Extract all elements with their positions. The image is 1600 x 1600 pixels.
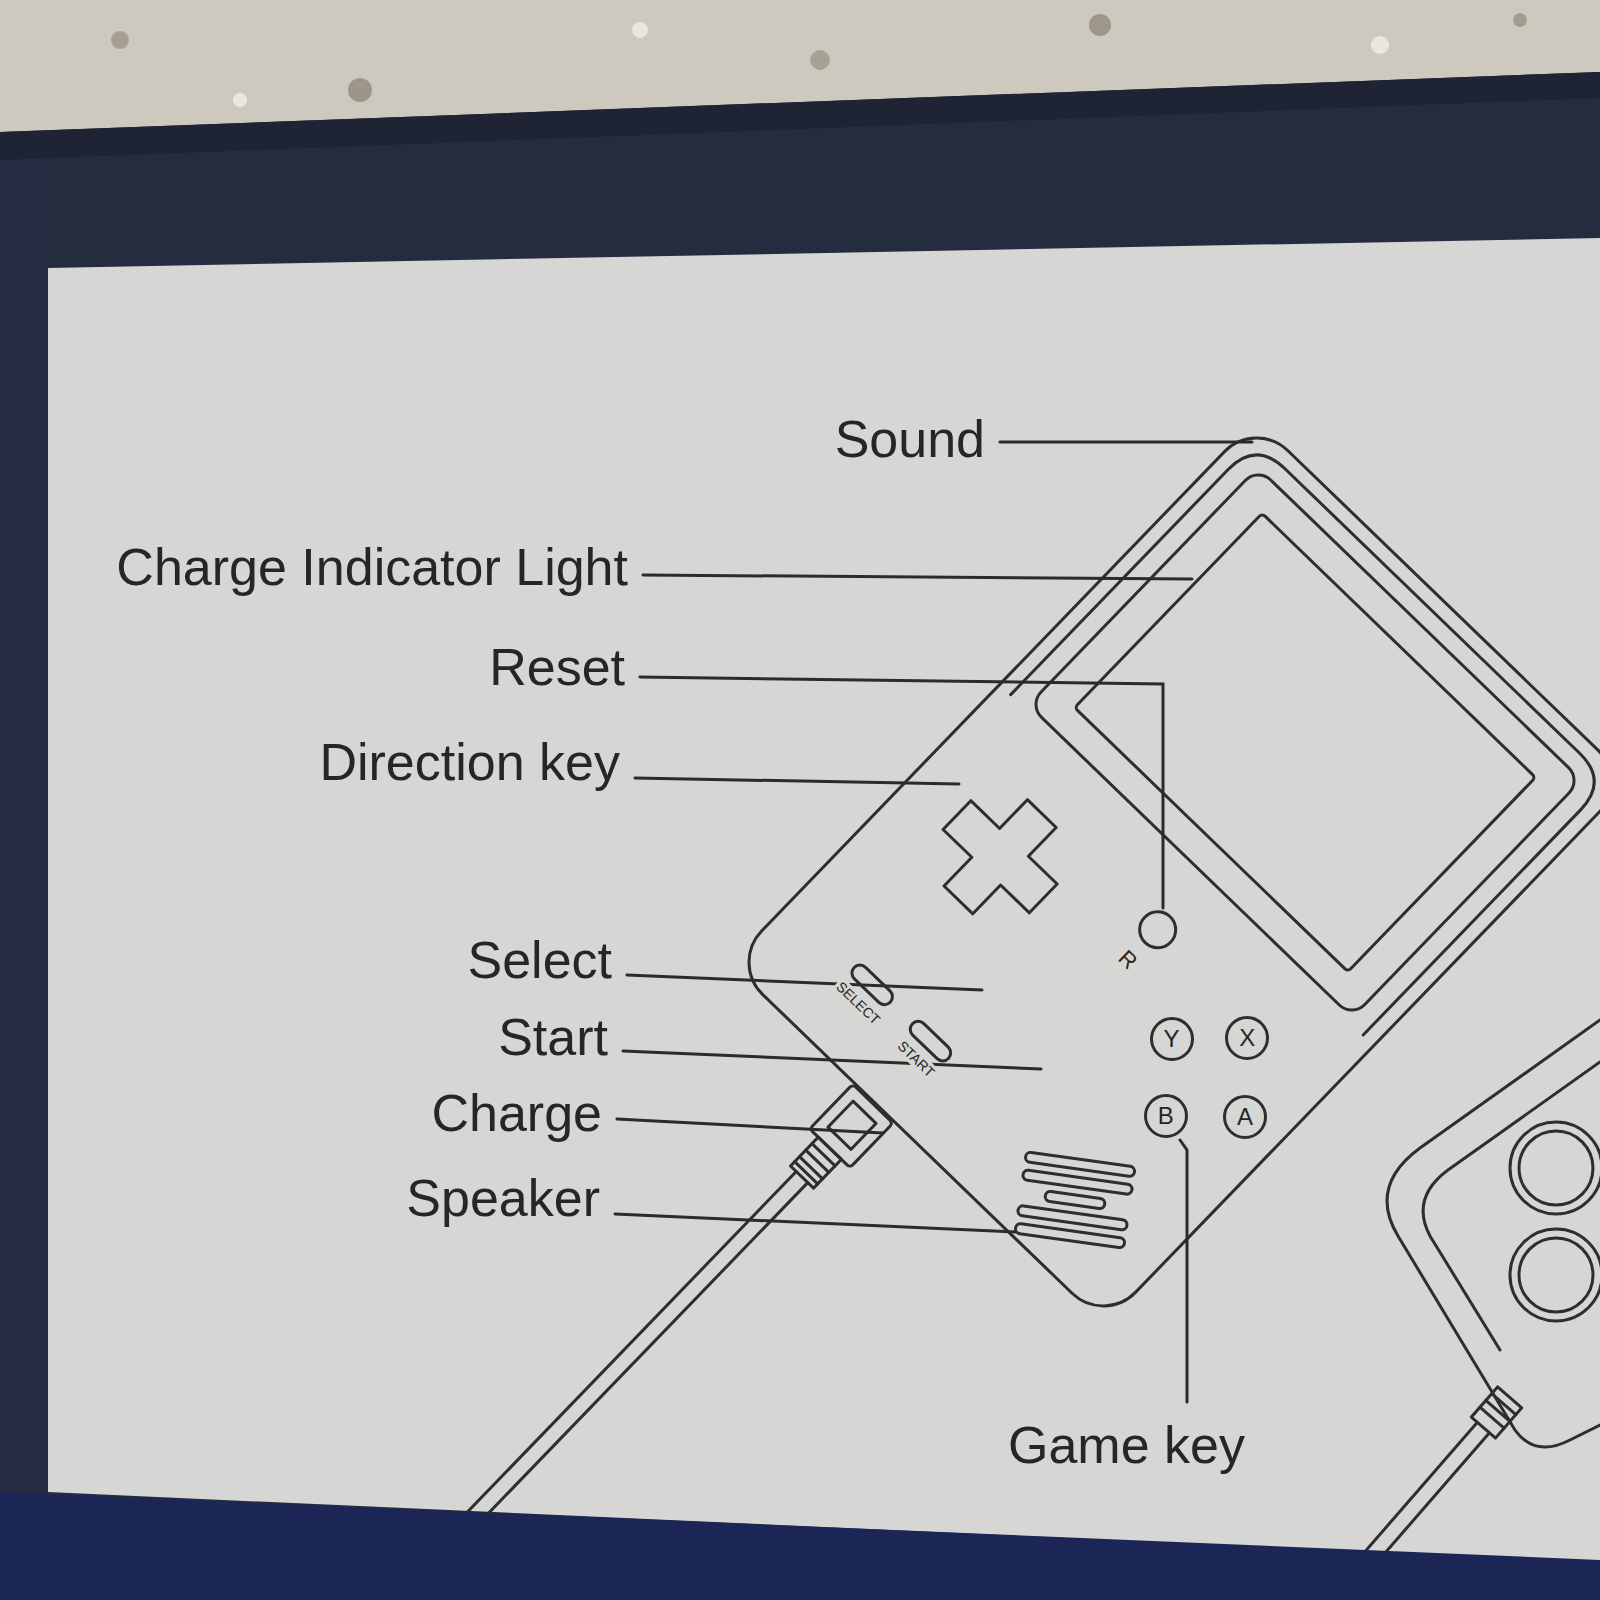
second-console xyxy=(1216,1020,1600,1600)
speckle xyxy=(1089,14,1111,36)
strain-relief-ribs xyxy=(1480,1394,1516,1429)
printed-panel xyxy=(48,238,1600,1562)
second-console-button xyxy=(1510,1229,1600,1321)
leader-line xyxy=(617,1119,883,1133)
part-label: Speaker xyxy=(406,1169,600,1229)
leader-line xyxy=(623,1051,1041,1069)
part-label: Sound xyxy=(835,410,985,470)
button-letter: B xyxy=(1158,1104,1174,1128)
speaker-slot xyxy=(1045,1191,1106,1209)
part-label: Game key xyxy=(1008,1416,1245,1476)
part-label: Charge xyxy=(431,1084,602,1144)
strain-relief xyxy=(1471,1387,1521,1438)
screen-bezel xyxy=(1029,468,1582,1018)
main-console xyxy=(229,419,1600,1600)
speaker-slot xyxy=(1015,1223,1125,1248)
leader-line xyxy=(643,575,1192,579)
leader-line xyxy=(627,975,982,990)
speckle xyxy=(1513,13,1527,27)
part-label: Start xyxy=(498,1008,608,1068)
direction-pad xyxy=(915,772,1085,942)
leader-line xyxy=(615,1214,1016,1232)
part-label: Select xyxy=(467,931,612,991)
second-console-bezel xyxy=(1423,1062,1600,1350)
speckle xyxy=(348,78,372,102)
speckle xyxy=(1371,36,1389,54)
speaker-slot xyxy=(1022,1170,1132,1195)
leader-lines xyxy=(615,442,1252,1402)
part-label: Reset xyxy=(489,638,625,698)
leader-line xyxy=(635,778,959,784)
strain-relief xyxy=(791,1137,842,1188)
box-bottom-band xyxy=(0,1492,1600,1600)
screen xyxy=(1075,513,1536,971)
console-body xyxy=(730,419,1600,1324)
speckle xyxy=(632,22,648,38)
button-letter: X xyxy=(1239,1026,1255,1050)
second-console-button-ring xyxy=(1519,1238,1593,1312)
speckle xyxy=(111,31,129,49)
box-left-edge xyxy=(0,160,48,1492)
reset-button xyxy=(1132,904,1183,955)
strain-relief-ribs xyxy=(795,1144,835,1184)
second-console-body xyxy=(1387,1020,1600,1447)
leader-line xyxy=(640,677,1163,908)
part-label: Direction key xyxy=(319,733,620,793)
game-button: Y xyxy=(1150,1017,1194,1061)
plug-tip xyxy=(828,1101,876,1149)
console-illustration xyxy=(229,419,1600,1600)
game-button: B xyxy=(1144,1094,1188,1138)
button-letter: A xyxy=(1237,1105,1253,1129)
game-button: A xyxy=(1223,1095,1267,1139)
leader-line xyxy=(1180,1140,1187,1402)
second-console-button xyxy=(1510,1122,1600,1214)
button-letter: Y xyxy=(1164,1027,1180,1051)
second-console-button-ring xyxy=(1519,1131,1593,1205)
box-edge-shadow xyxy=(0,72,1600,160)
speckle xyxy=(233,93,247,107)
leader-line xyxy=(1000,441,1252,444)
speckle xyxy=(810,50,830,70)
speaker-grille xyxy=(1015,1152,1135,1249)
body-inner-edge xyxy=(1011,441,1600,1035)
part-label: Charge Indicator Light xyxy=(116,538,628,598)
